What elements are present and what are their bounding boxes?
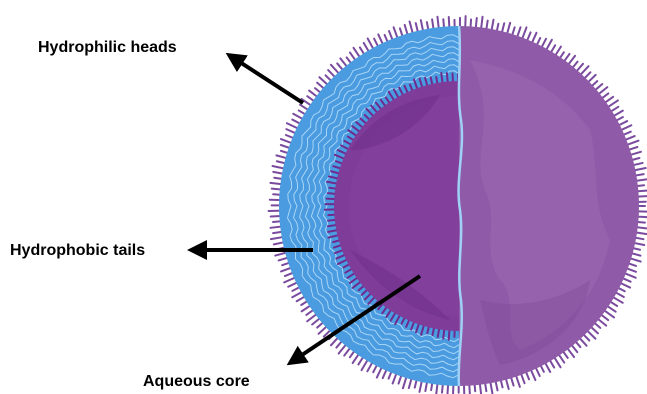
label-hydrophilic-heads: Hydrophilic heads: [38, 40, 177, 56]
label-aqueous-core: Aqueous core: [143, 374, 250, 390]
arrow-hydrophilic-heads: [229, 55, 303, 103]
label-hydrophobic-tails: Hydrophobic tails: [10, 243, 145, 259]
